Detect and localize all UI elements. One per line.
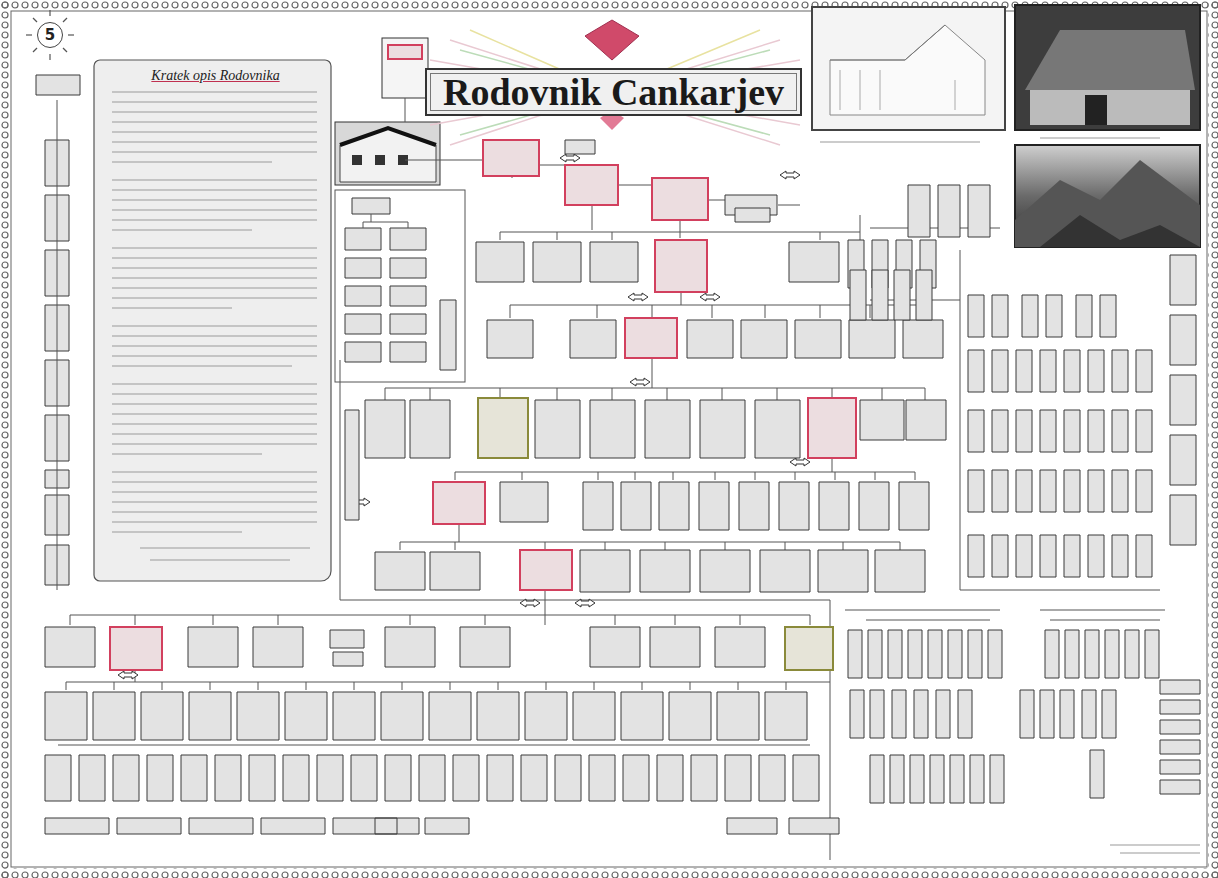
- title-banner: Rodovnik Cankarjev: [425, 68, 802, 116]
- title-text: Rodovnik Cankarjev: [443, 70, 784, 114]
- heading-text: Kratek opis Rodovnika: [106, 68, 325, 84]
- description-panel: Kratek opis Rodovnika: [98, 60, 333, 92]
- callout-number: 5: [45, 26, 55, 44]
- sun-number: 5: [37, 22, 63, 48]
